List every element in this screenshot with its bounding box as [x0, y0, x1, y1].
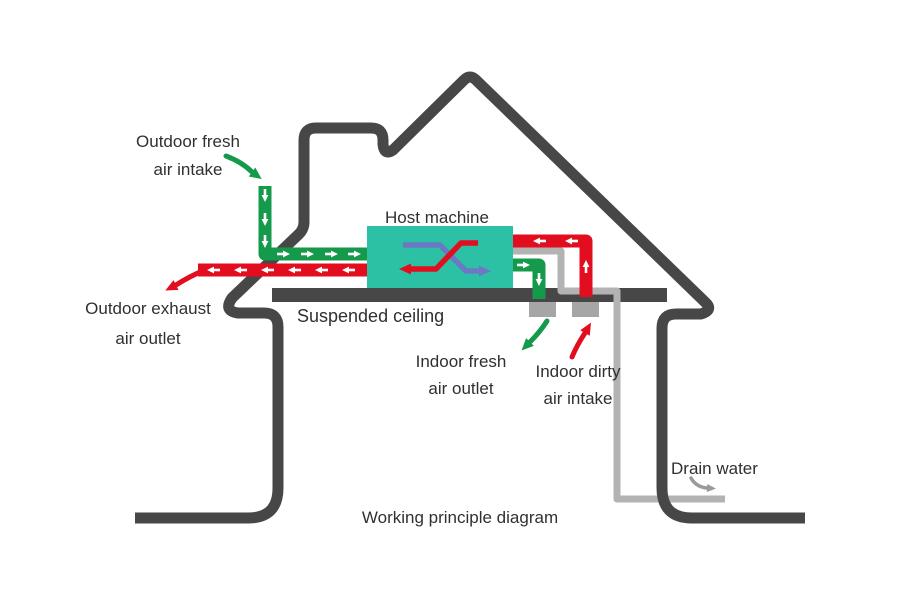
label-indoor-fresh-outlet: Indoor fresh air outlet	[416, 348, 507, 402]
ceiling-vent-fresh	[529, 302, 556, 317]
label-outdoor-exhaust-outlet: Outdoor exhaust air outlet	[85, 294, 211, 354]
label-line: Indoor fresh	[415, 352, 507, 371]
label-suspended-ceiling: Suspended ceiling	[297, 306, 445, 326]
fresh-air-intake-pipe	[258, 186, 370, 261]
heat-exchanger-cross-icon	[399, 240, 491, 277]
label-outdoor-fresh-intake: Outdoor fresh air intake	[136, 128, 240, 184]
label-indoor-dirty-intake: Indoor dirty air intake	[535, 358, 620, 412]
diagram-title: Working principle diagram	[361, 508, 559, 527]
label-line: Outdoor fresh	[136, 132, 240, 151]
outdoor-fresh-arrow	[223, 153, 265, 184]
house-outline	[135, 71, 805, 524]
indoor-dirty-arrow	[569, 319, 596, 360]
label-line: air outlet	[428, 379, 494, 398]
label-line: Outdoor exhaust	[85, 299, 211, 318]
label-line: Indoor dirty	[535, 362, 621, 381]
outdoor-exhaust-arrow	[162, 267, 208, 296]
indoor-fresh-arrow	[517, 318, 550, 355]
label-drain-water: Drain water	[671, 459, 758, 478]
label-line: air outlet	[115, 329, 181, 348]
label-line: air intake	[153, 160, 223, 179]
label-host-machine: Host machine	[385, 208, 489, 227]
label-line: air intake	[543, 389, 613, 408]
host-machine-box	[367, 226, 513, 288]
ceiling-vent-dirty	[572, 302, 599, 317]
drain-water-arrow	[689, 476, 717, 493]
